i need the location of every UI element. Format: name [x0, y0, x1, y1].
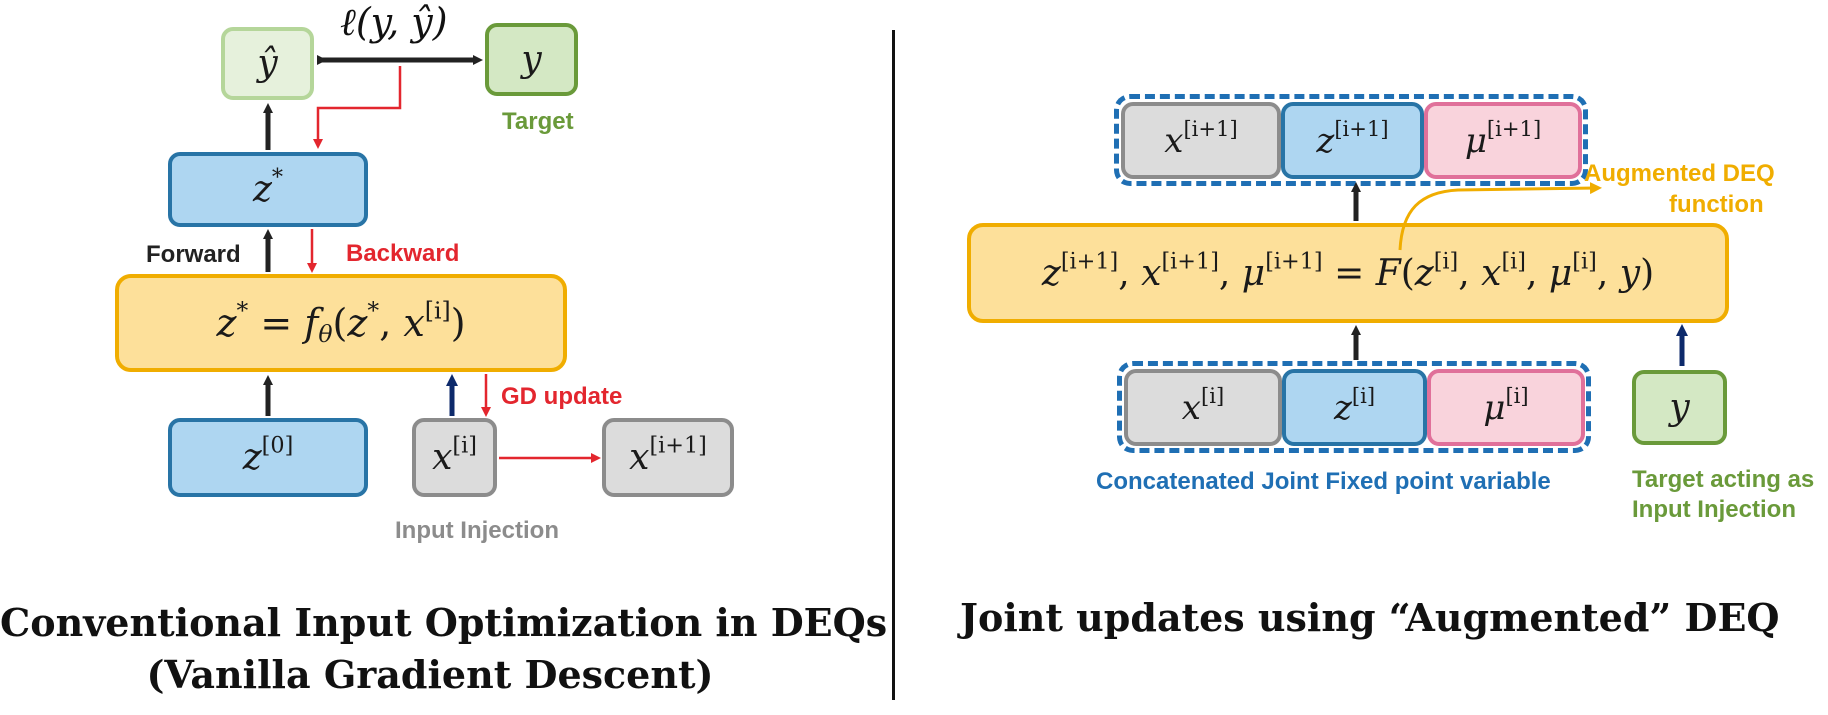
left-title-line2: (Vanilla Gradient Descent) — [146, 652, 714, 697]
input-injection-label: Input Injection — [395, 517, 559, 544]
x-i-text: x[i] — [432, 432, 477, 478]
z-star-text: z* — [252, 164, 284, 210]
augmented-deq-label-line2: function — [1669, 191, 1764, 218]
target-injection-label-line2: Input Injection — [1632, 496, 1796, 523]
loss-label: ℓ(y, ŷ) — [340, 0, 448, 44]
right-target-y-text: y — [1669, 387, 1690, 428]
backward-label: Backward — [346, 240, 460, 267]
target-label: Target — [502, 108, 574, 135]
concat-variable-label: Concatenated Joint Fixed point variable — [1096, 468, 1551, 495]
bottom-mu-box: μ[i] — [1427, 369, 1585, 446]
target-injection-label-line1: Target acting as — [1632, 466, 1815, 493]
z0-box: z[0] — [168, 418, 368, 497]
bottom-mu-text: μ[i] — [1483, 382, 1529, 428]
panel-divider — [892, 30, 895, 700]
forward-label: Forward — [146, 241, 241, 268]
right-target-y-box: y — [1632, 370, 1727, 445]
bottom-concat-group — [1117, 361, 1591, 453]
bottom-z-box: z[i] — [1282, 369, 1427, 446]
augmented-function-pointer — [1398, 182, 1602, 251]
target-y-box: y — [485, 23, 578, 96]
top-z-text: z[i+1] — [1316, 115, 1389, 161]
y-hat-box: ŷ — [221, 27, 314, 100]
augmented-deq-label-line1: Augmented DEQ — [1584, 160, 1775, 187]
top-z-box: z[i+1] — [1281, 102, 1424, 179]
right-title: Joint updates using “Augmented” DEQ — [960, 595, 1780, 640]
x-i1-text: x[i+1] — [629, 432, 707, 478]
fixed-point-box: z* = fθ(z*, x[i]) — [115, 274, 567, 372]
bottom-z-text: z[i] — [1333, 382, 1376, 428]
x-i1-box: x[i+1] — [602, 418, 734, 497]
bottom-x-text: x[i] — [1181, 382, 1225, 428]
top-x-text: x[i+1] — [1164, 115, 1238, 161]
backward-path-loss-to-zstar — [313, 66, 402, 149]
z-star-box: z* — [168, 152, 368, 227]
augmented-equation: z[i+1], x[i+1], μ[i+1] = F(z[i], x[i], μ… — [1041, 247, 1655, 294]
augmented-equation-box: z[i+1], x[i+1], μ[i+1] = F(z[i], x[i], μ… — [967, 223, 1729, 323]
top-mu-text: μ[i+1] — [1464, 115, 1542, 161]
fixed-point-equation: z* = fθ(z*, x[i]) — [216, 296, 466, 348]
x-i-box: x[i] — [412, 418, 497, 497]
target-y-text: y — [521, 39, 542, 80]
left-title-line1: Conventional Input Optimization in DEQs — [0, 600, 888, 645]
y-hat-text: ŷ — [257, 43, 278, 84]
gd-update-label: GD update — [501, 383, 623, 410]
top-x-box: x[i+1] — [1121, 102, 1281, 179]
z0-text: z[0] — [242, 432, 294, 478]
top-mu-box: μ[i+1] — [1424, 102, 1582, 179]
bottom-x-box: x[i] — [1124, 369, 1282, 446]
